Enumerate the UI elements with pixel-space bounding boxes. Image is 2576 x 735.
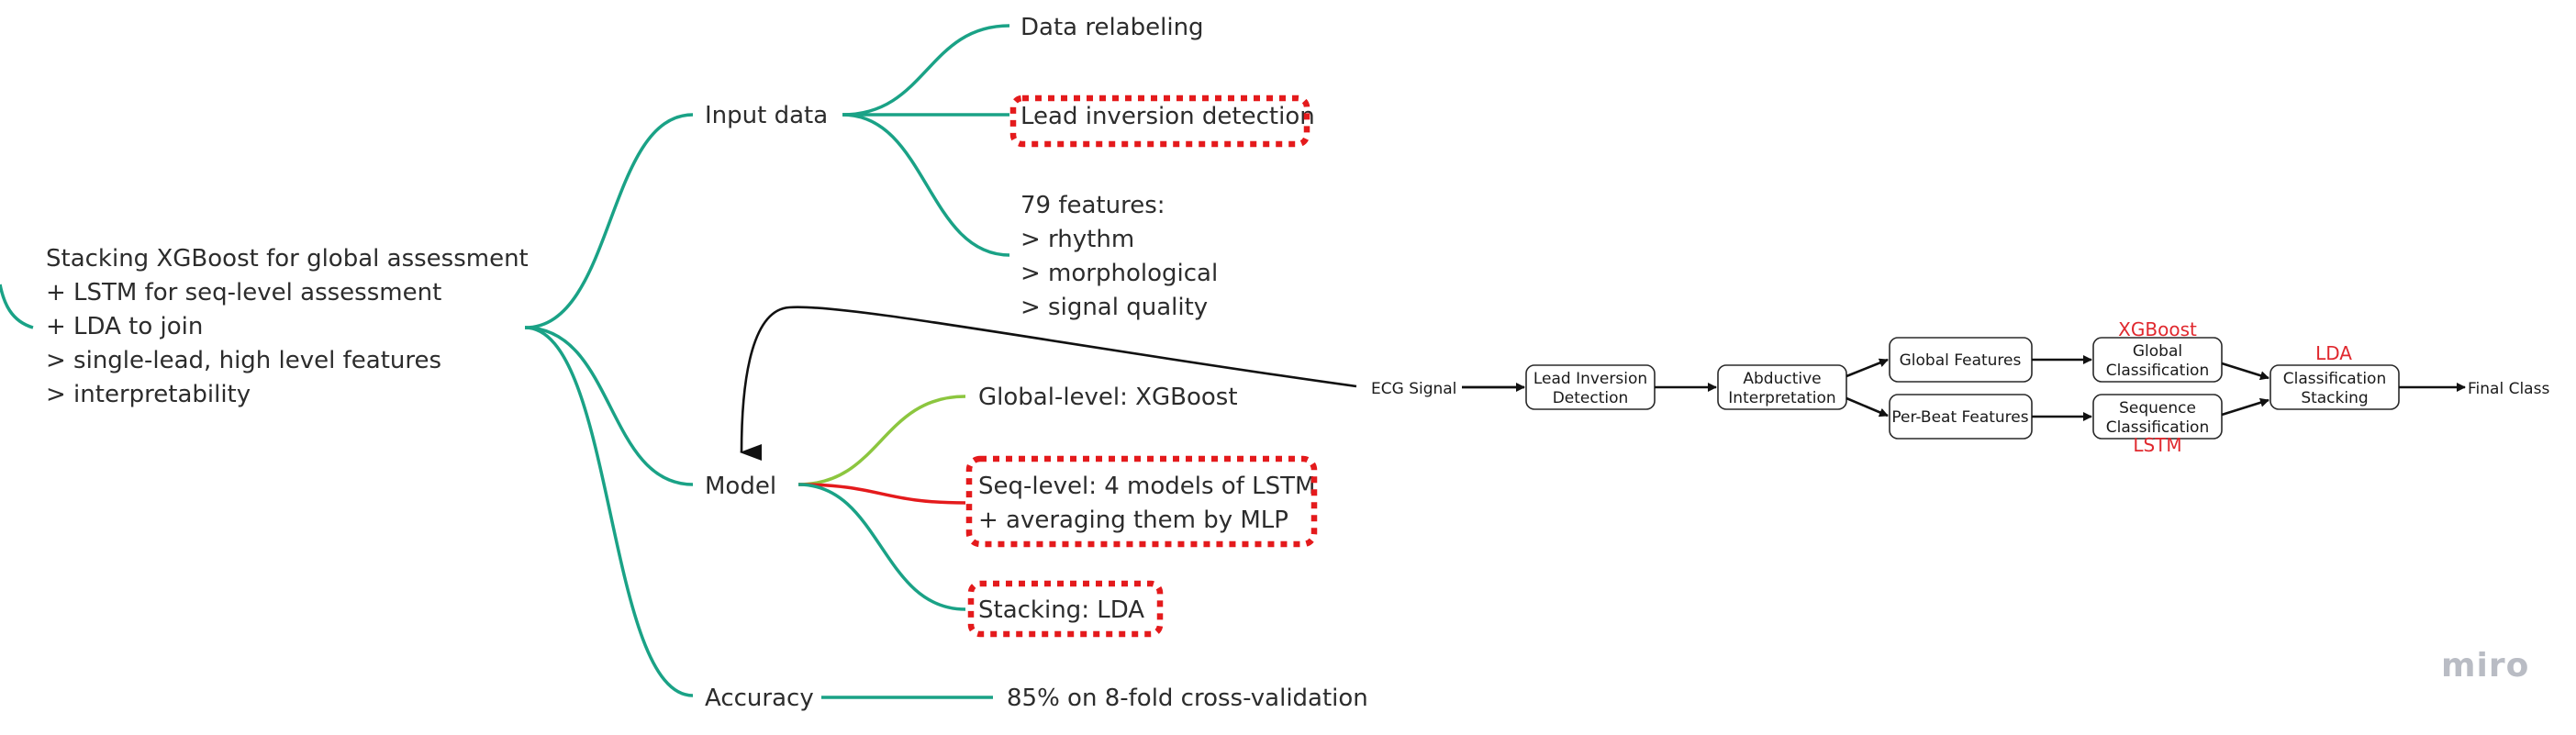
annotation-lstm: LSTM	[2133, 434, 2181, 456]
flow-stacking-line: Classification	[2283, 370, 2386, 388]
node-accuracy-value: 85% on 8-fold cross-validation	[1007, 685, 1368, 712]
node-global-level: Global-level: XGBoost	[978, 384, 1238, 411]
flowchart: ECG Signal Lead Inversion Detection Abdu…	[1371, 318, 2549, 456]
flow-box-sequence-class	[2092, 394, 2223, 440]
flow-abductive-line: Abductive	[1743, 370, 1821, 388]
annotation-xgboost: XGBoost	[2118, 318, 2197, 340]
connector-model-stacking	[797, 483, 966, 611]
features-line: > rhythm	[1020, 226, 1134, 253]
mindmap-root: Stacking XGBoost for global assessment +…	[46, 245, 529, 408]
flow-box-abductive	[1717, 364, 1847, 410]
node-lead-inversion: Lead inversion detection	[1020, 103, 1315, 130]
connector-model-global	[797, 395, 966, 486]
flow-box-global-class	[2092, 337, 2223, 383]
connector-model-seq	[797, 483, 966, 505]
flow-arrow-seq-stacking	[2221, 397, 2269, 417]
annotation-lda: LDA	[2315, 342, 2352, 364]
flow-sequence-class-line: Sequence	[2119, 399, 2196, 418]
root-line: > single-lead, high level features	[46, 347, 441, 374]
node-data-relabeling: Data relabeling	[1020, 14, 1204, 41]
flow-lead-inversion-line: Detection	[1553, 389, 1629, 407]
flow-perbeat-features: Per-Beat Features	[1891, 408, 2028, 427]
node-accuracy: Accuracy	[705, 685, 814, 712]
root-line: Stacking XGBoost for global assessment	[46, 245, 529, 273]
highlight-lead-inversion	[1009, 95, 1310, 148]
flow-arrow-abductive-perbeat	[1846, 396, 1889, 418]
mindmap-connectors	[0, 24, 1357, 699]
flow-arrow-abductive-global	[1846, 358, 1889, 378]
root-line: + LSTM for seq-level assessment	[46, 279, 441, 306]
node-model: Model	[705, 473, 776, 500]
connector-root-accuracy	[524, 326, 694, 697]
flow-stacking-line: Stacking	[2301, 389, 2368, 407]
highlight-seq-level	[965, 455, 1318, 548]
connector-input-relabel	[842, 24, 1010, 117]
flow-sequence-class-line: Classification	[2106, 418, 2209, 437]
features-line: 79 features:	[1020, 192, 1165, 219]
connector-input-features	[842, 113, 1010, 257]
flow-global-class-line: Global	[2133, 342, 2182, 361]
root-line: > interpretability	[46, 381, 251, 408]
node-seq-level: Seq-level: 4 models of LSTM + averaging …	[978, 473, 1315, 534]
flow-lead-inversion-line: Lead Inversion	[1533, 370, 1647, 388]
node-stacking-lda: Stacking: LDA	[978, 596, 1144, 624]
node-features: 79 features: > rhythm > morphological > …	[1020, 192, 1218, 321]
flow-global-features: Global Features	[1900, 351, 2022, 370]
features-line: > morphological	[1020, 260, 1218, 287]
connector-root-stub	[0, 284, 34, 329]
flow-abductive-line: Interpretation	[1728, 389, 1835, 407]
flow-ecg-signal: ECG Signal	[1371, 380, 1456, 398]
connector-root-model	[524, 326, 694, 486]
flow-global-class-line: Classification	[2106, 362, 2209, 380]
features-line: > signal quality	[1020, 294, 1208, 321]
node-input-data: Input data	[705, 102, 828, 129]
flow-final-class: Final Class	[2468, 380, 2549, 398]
root-line: + LDA to join	[46, 313, 203, 340]
miro-watermark: miro	[2441, 647, 2529, 685]
seq-line: Seq-level: 4 models of LSTM	[978, 473, 1315, 500]
ecg-to-model-arrow	[740, 306, 1357, 462]
flow-arrow-global-stacking	[2221, 362, 2269, 381]
connector-root-input	[524, 113, 694, 329]
seq-line: + averaging them by MLP	[978, 507, 1288, 534]
